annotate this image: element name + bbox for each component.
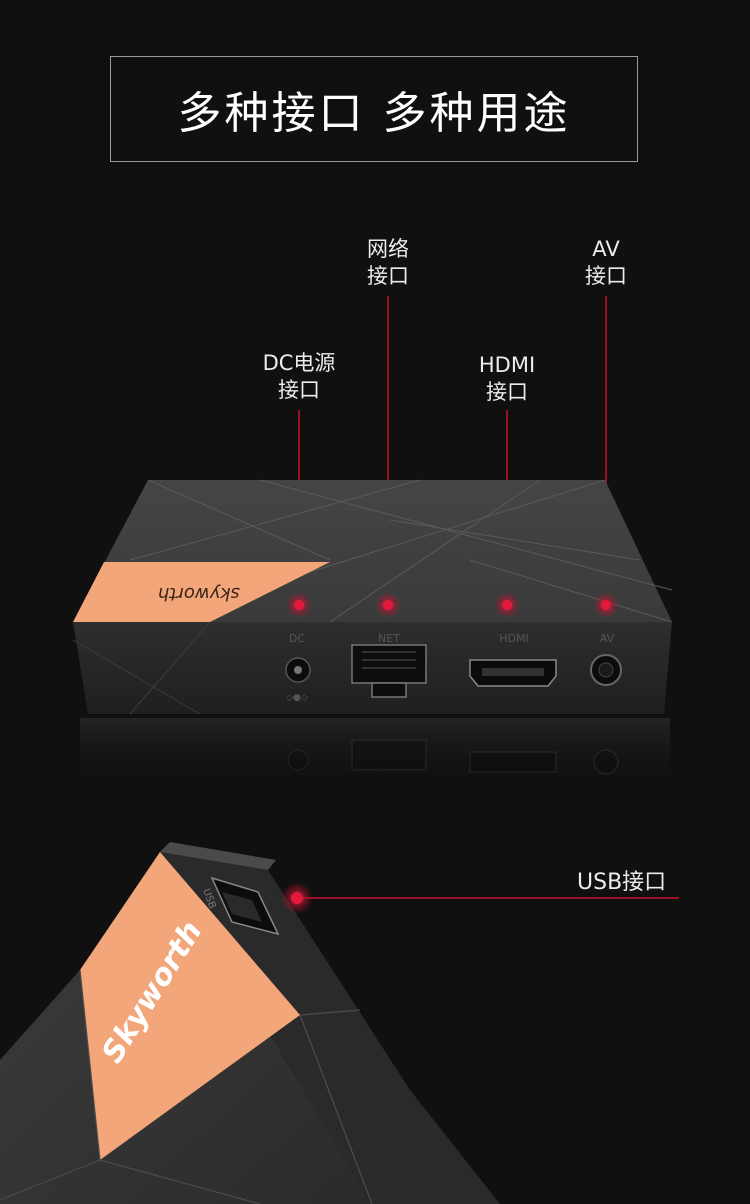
page-title: 多种接口 多种用途 [177,88,571,139]
closeup-side-face [160,852,500,1204]
device-reflection [80,718,670,788]
usb-port: USB [200,876,280,936]
callout-av-line2: 接口 [585,264,627,288]
set-top-box-corner-closeup: Skyworth USB [0,842,500,1204]
callout-dots [286,592,619,618]
ethernet-port [351,644,427,698]
title-frame: 多种接口 多种用途 [110,56,638,162]
callout-av-label: AV 接口 [575,236,637,290]
hdmi-dot [502,600,512,610]
port-label-av: AV [600,632,615,645]
callout-dc-label: DC电源 接口 [248,350,350,404]
port-label-hdmi: HDMI [499,632,528,645]
port-label-dc: DC [289,632,305,645]
av-port [590,654,622,686]
usb-dot [291,892,303,904]
port-label-net: NET [378,632,400,645]
closeup-top-edge [160,842,276,870]
callout-hdmi-label: HDMI 接口 [466,352,548,406]
dc-port: ◇●◇ [285,657,311,703]
brand-logo-top: skyworth [158,583,240,604]
callout-net-line1: 网络 [367,237,409,261]
reflection-ports [287,739,619,775]
callout-dc-line1: DC电源 [262,351,336,375]
closeup-brand-panel [80,852,300,1160]
svg-text:◇●◇: ◇●◇ [286,693,308,703]
net-dot [383,600,393,610]
brand-panel [73,562,330,622]
av-dot [601,600,611,610]
callout-net-label: 网络 接口 [357,236,419,290]
hdmi-port [469,659,557,687]
callout-av-line1: AV [592,237,620,261]
callout-hdmi-line1: HDMI [478,353,536,377]
callout-usb-label: USB接口 [577,870,667,895]
callout-dc-line2: 接口 [278,378,320,402]
dc-dot [294,600,304,610]
callout-net-line2: 接口 [367,264,409,288]
set-top-box-front-view: skyworth DC NET HDMI AV ◇●◇ [72,479,673,788]
callout-hdmi-line2: 接口 [486,380,528,404]
device-top-facets [129,479,673,623]
